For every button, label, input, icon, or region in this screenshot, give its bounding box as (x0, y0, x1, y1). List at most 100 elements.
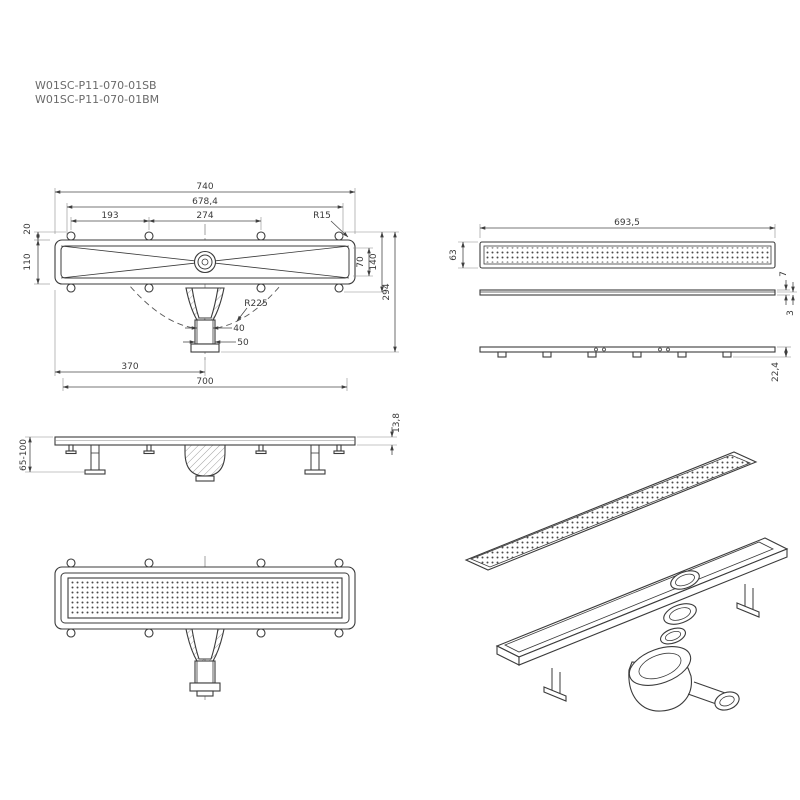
view-assembled-top (54, 556, 356, 702)
screw-tab (334, 231, 344, 241)
channel-inner-outline (60, 245, 350, 279)
dim-label-65-100: 65-100 (19, 439, 29, 471)
trap-flange (190, 343, 220, 353)
rail-tab (497, 351, 507, 358)
grate-side-view (479, 289, 776, 296)
dim-base-width: 700 (62, 377, 348, 391)
dim-grate-length: 693,5 (479, 218, 776, 238)
screw-tab (66, 283, 76, 293)
dims-body-top: 740 678,4 193 274 R15 20 (23, 182, 399, 391)
trap-outlet-box (194, 660, 216, 684)
adjustable-leg-right (304, 445, 326, 475)
dim-label-678: 678,4 (192, 197, 218, 207)
iso-grate-perforation (471, 455, 750, 567)
iso-bracket-left (543, 668, 567, 702)
dim-arc-radius: R225 (236, 299, 268, 322)
screw-tab (334, 558, 344, 568)
rail-tab (587, 351, 597, 358)
product-code-1: W01SC-P11-070-01SB (35, 79, 157, 92)
grate-perforation (486, 247, 769, 263)
dim-label-70: 70 (356, 256, 366, 268)
dim-total-height: 294 (221, 231, 399, 353)
rail-hole (658, 347, 662, 352)
grate-perforation (71, 581, 339, 615)
iso-channel-rim (504, 541, 774, 653)
trap-stub (196, 690, 214, 697)
screw-tab (256, 231, 266, 241)
dim-label-6935: 693,5 (614, 218, 640, 228)
trap-funnel-inner (191, 287, 219, 319)
screw-tab (256, 558, 266, 568)
screw-tab (66, 558, 76, 568)
dim-outlet-inner: 40 (185, 324, 245, 334)
iso-channel-top (495, 537, 789, 658)
dim-grate-edge: 7 (777, 271, 790, 305)
dim-label-7: 7 (779, 271, 789, 277)
dim-label-40: 40 (233, 324, 245, 334)
rail-profile (479, 346, 776, 353)
adjustable-leg-left (84, 445, 106, 475)
dim-channel-height: 70 (353, 247, 373, 277)
view-isometric-exploded (464, 451, 789, 712)
dim-inner-length: 678,4 (66, 197, 344, 237)
screw-tab (144, 231, 154, 241)
rail-tab (722, 351, 732, 358)
dim-label-370: 370 (121, 362, 138, 372)
channel-inner-outline (60, 572, 350, 624)
dim-label-r15: R15 (313, 211, 331, 221)
rail-hole (602, 347, 606, 352)
screw-tab (144, 283, 154, 293)
dim-trap-center: 370 (54, 290, 206, 376)
screw-tab (256, 283, 266, 293)
dim-label-193: 193 (101, 211, 118, 221)
channel-profile (54, 436, 356, 446)
drain-outlet-hole (201, 258, 209, 266)
dim-label-140: 140 (369, 253, 379, 270)
screw-tab (334, 283, 344, 293)
dim-label-138: 13,8 (392, 413, 402, 433)
dim-label-740: 740 (196, 182, 213, 192)
dims-side: 13,8 65-100 (19, 413, 402, 473)
iso-bracket-right (736, 584, 760, 618)
iso-seal-ring (660, 627, 686, 645)
view-side-elevation (54, 436, 356, 482)
screw-tab (334, 628, 344, 638)
screw-tab (144, 558, 154, 568)
dim-label-294: 294 (382, 283, 392, 300)
rail-tab (677, 351, 687, 358)
dim-body-height: 110 (23, 239, 50, 285)
dim-tab-spans: 193 274 (70, 211, 262, 230)
dim-grate-thickness: 3 (777, 282, 797, 316)
dim-label-50: 50 (237, 338, 249, 348)
dim-label-r225: R225 (244, 299, 267, 309)
iso-trap-body (628, 646, 692, 712)
rail-tab (542, 351, 552, 358)
dim-overall: 740 (54, 182, 356, 234)
dims-grate: 693,5 63 7 3 22,4 (449, 218, 797, 382)
trap-flange (189, 682, 221, 692)
dim-tab-offset: 20 (23, 223, 66, 241)
dim-label-224: 22,4 (771, 362, 781, 382)
dim-label-20: 20 (23, 223, 33, 235)
screw-tab (144, 628, 154, 638)
rail-hole (594, 347, 598, 352)
dim-label-63: 63 (449, 249, 459, 260)
iso-channel-side (518, 548, 788, 666)
dim-grate-width: 63 (449, 241, 478, 269)
dim-rail-height: 22,4 (733, 346, 791, 382)
dim-leg-height: 65-100 (19, 436, 84, 473)
view-grate-top (479, 241, 776, 358)
dim-label-700: 700 (196, 377, 213, 387)
dim-profile-height: 13,8 (357, 413, 402, 455)
trap-outlet-box (194, 319, 216, 345)
screw-tab (66, 231, 76, 241)
rail-hole (666, 347, 670, 352)
trap-housing-side (184, 444, 226, 477)
screw-posts (65, 444, 345, 455)
iso-clamp-ring (663, 603, 697, 625)
product-code-2: W01SC-P11-070-01BM (35, 93, 159, 106)
dim-label-3: 3 (786, 310, 796, 316)
dim-label-110: 110 (23, 253, 33, 270)
rail-tab (632, 351, 642, 358)
